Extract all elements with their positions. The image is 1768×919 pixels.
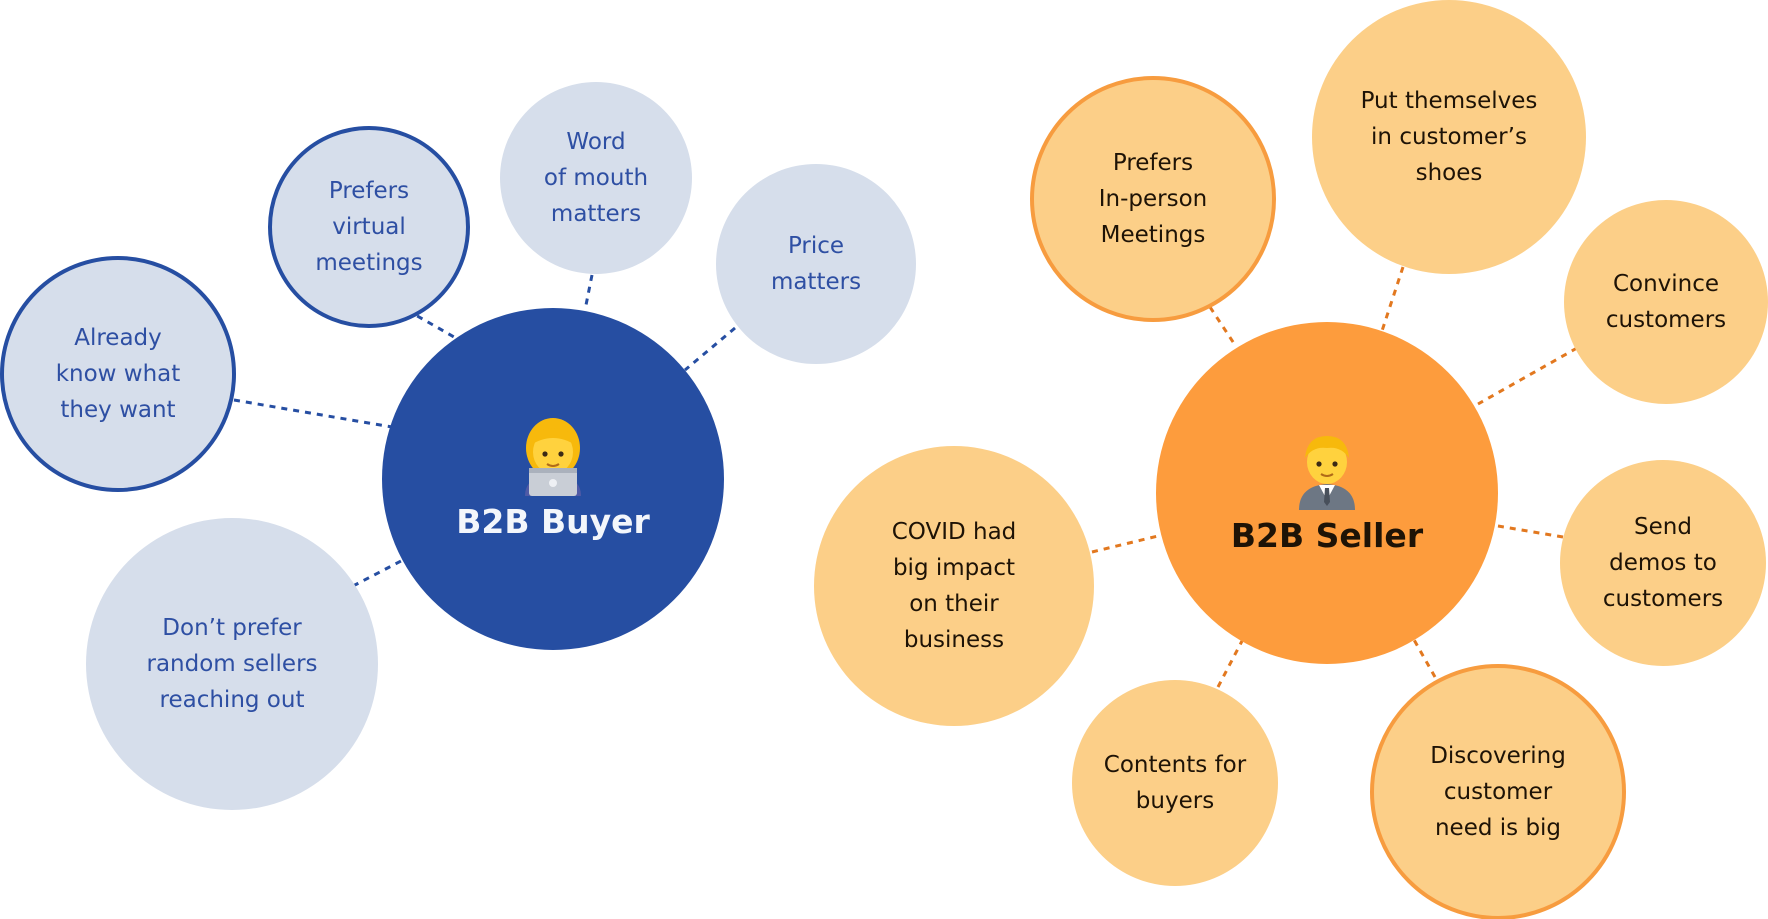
bubble-label: Price matters: [770, 233, 862, 295]
connector-buyer-word: [583, 274, 594, 311]
seller-hub: B2B Seller: [1156, 322, 1498, 664]
connector-seller-convince: [1477, 346, 1578, 406]
seller-bubble-convince: Convince customers: [1564, 200, 1768, 404]
seller-bubble-covid: COVID had big impact on their business: [814, 446, 1094, 726]
bubble-label: Discovering customer need is big: [1430, 743, 1566, 841]
buyer-bubble-price: Price matters: [716, 164, 916, 364]
connector-seller-discovering: [1411, 637, 1437, 678]
connector-seller-contents: [1216, 640, 1244, 688]
bubble-label: Contents for buyers: [1103, 752, 1247, 814]
buyer-hub: B2B Buyer: [382, 308, 724, 650]
connector-buyer-price: [684, 326, 736, 372]
connector-seller-send: [1497, 524, 1564, 539]
seller-bubble-demos: Send demos to customers: [1560, 460, 1766, 666]
seller-bubble-contents: Contents for buyers: [1072, 680, 1278, 886]
seller-bubble-customers-shoes: Put themselves in customer’s shoes: [1312, 0, 1586, 274]
connector-buyer-already: [233, 398, 393, 429]
seller-bubble-in-person: Prefers In-person Meetings: [1030, 76, 1276, 322]
buyer-bubble-random-sellers: Don’t prefer random sellers reaching out: [86, 518, 378, 810]
bubble-label: Send demos to customers: [1602, 514, 1724, 612]
seller-title: B2B Seller: [1230, 516, 1424, 555]
buyer-bubble-word-of-mouth: Word of mouth matters: [500, 82, 692, 274]
connector-buyer-dont: [352, 558, 404, 588]
buyer-bubble-virtual-meetings: Prefers virtual meetings: [268, 126, 470, 328]
bubble-label: Word of mouth matters: [543, 129, 649, 227]
connector-seller-put: [1378, 266, 1405, 338]
bubble-label: COVID had big impact on their business: [891, 519, 1017, 653]
connector-seller-prefers: [1208, 306, 1237, 346]
bubble-label: Already know what they want: [55, 325, 181, 423]
buyer-bubble-already-know: Already know what they want: [0, 256, 236, 492]
bubble-label: Convince customers: [1605, 271, 1727, 333]
seller-bubble-discovering: Discovering customer need is big: [1370, 664, 1626, 919]
woman-technologist-icon: [515, 416, 591, 496]
bubble-label: Prefers In-person Meetings: [1098, 150, 1208, 248]
bubble-label: Prefers virtual meetings: [315, 178, 423, 276]
connector-seller-covid: [1091, 534, 1159, 554]
office-worker-icon: [1289, 430, 1365, 510]
bubble-label: Don’t prefer random sellers reaching out: [146, 615, 318, 713]
bubble-label: Put themselves in customer’s shoes: [1360, 88, 1538, 186]
buyer-title: B2B Buyer: [456, 502, 650, 541]
